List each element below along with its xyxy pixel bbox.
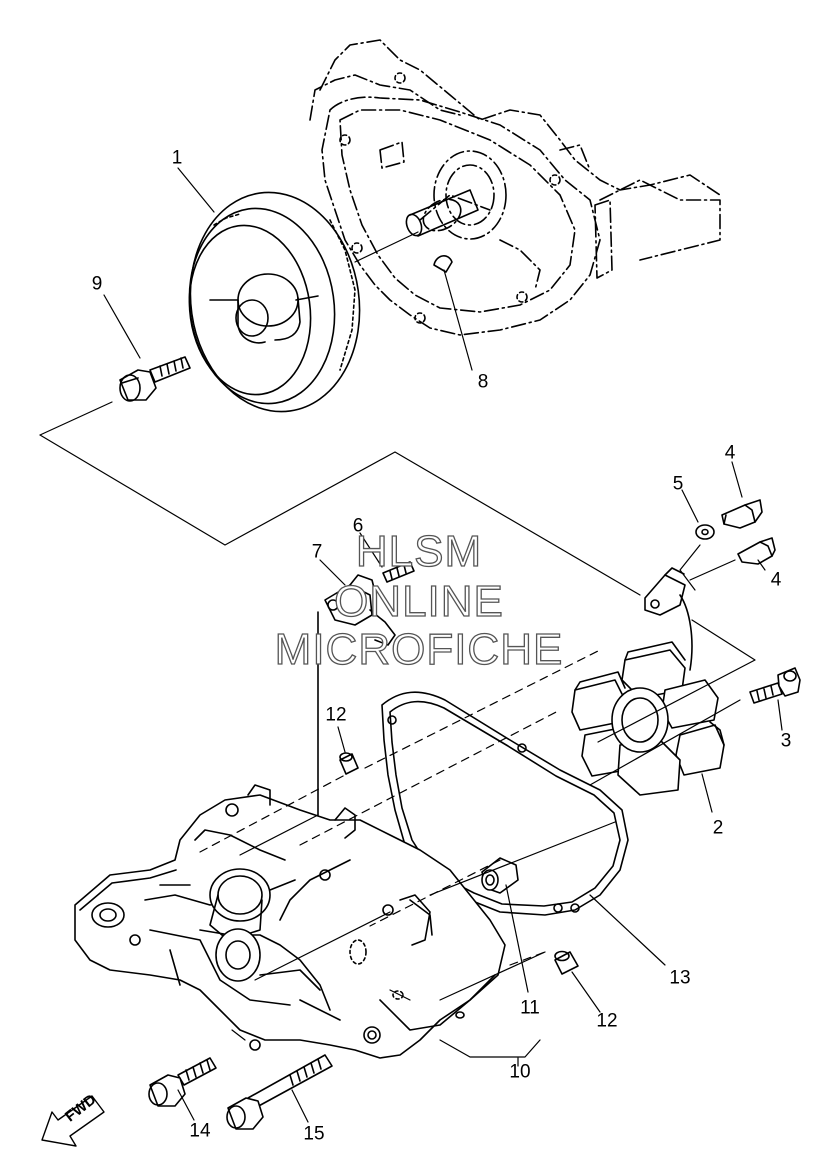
bolt-4-upper xyxy=(721,499,763,529)
part-label-14: 14 xyxy=(189,1120,211,1142)
pickup-coil-7 xyxy=(317,574,396,816)
watermark-line-1: HLSM xyxy=(355,527,483,576)
part-label-10: 10 xyxy=(509,1061,531,1083)
part-label-4-upper: 4 xyxy=(724,442,736,464)
part-label-13: 13 xyxy=(669,967,691,989)
flange-bolt-14 xyxy=(148,1057,217,1107)
pickup-bolt-6 xyxy=(382,561,415,583)
crankcase-cover-10 xyxy=(74,784,506,1059)
washer-5 xyxy=(695,524,715,540)
part-label-7: 7 xyxy=(311,541,323,563)
part-label-3: 3 xyxy=(780,730,792,752)
engine-crankcase xyxy=(309,39,721,336)
flange-bolt-9 xyxy=(119,356,191,402)
part-label-12-upper: 12 xyxy=(325,704,347,726)
fwd-arrow-icon xyxy=(41,1095,105,1147)
flywheel-rotor xyxy=(188,191,361,413)
part-label-2: 2 xyxy=(712,817,724,839)
bolt-4-lower xyxy=(737,537,776,565)
assembly-lines xyxy=(39,231,756,1041)
part-label-11: 11 xyxy=(520,997,540,1019)
leader-lines xyxy=(103,167,783,1123)
part-label-6: 6 xyxy=(352,515,364,537)
part-label-12-lower: 12 xyxy=(596,1010,618,1032)
part-label-5: 5 xyxy=(672,473,684,495)
crankshaft-end xyxy=(405,189,479,237)
woodruff-key xyxy=(433,255,453,273)
watermark-line-3: MICROFICHE xyxy=(274,625,564,674)
collar-11 xyxy=(481,857,519,894)
dowel-pin-12-lower xyxy=(554,950,579,975)
part-label-8: 8 xyxy=(477,371,489,393)
long-bolt-15 xyxy=(226,1054,333,1130)
stator-wire-clamp xyxy=(644,567,693,671)
watermark-line-2: ONLINE xyxy=(333,577,504,626)
part-label-4-lower: 4 xyxy=(770,569,782,591)
part-label-9: 9 xyxy=(91,273,103,295)
part-label-15: 15 xyxy=(303,1123,325,1145)
bolt-3 xyxy=(749,667,801,704)
stator-2 xyxy=(571,641,725,796)
dowel-pin-12-upper xyxy=(339,752,359,775)
part-label-1: 1 xyxy=(171,147,183,169)
